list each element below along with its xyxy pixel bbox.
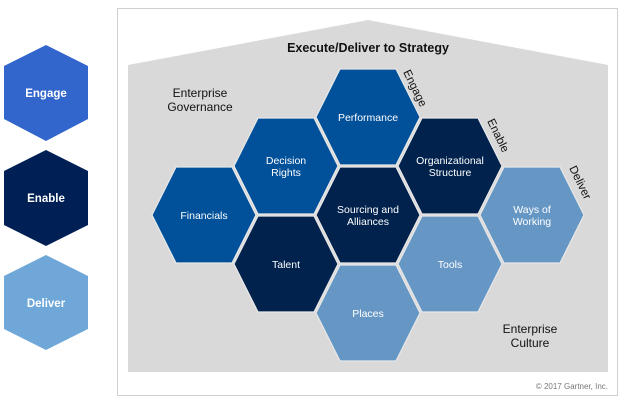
hex-label: Financials [180, 210, 227, 222]
governance-label-line2: Governance [167, 100, 233, 114]
hexagon-shape [397, 215, 503, 313]
copyright: © 2017 Gartner, Inc. [536, 382, 608, 391]
hexagon-engage [4, 45, 88, 141]
hex-talent: Talent [233, 215, 339, 313]
hex-label: Alliances [347, 216, 389, 228]
hex-performance: Performance [315, 68, 421, 166]
legend-engage: Engage [4, 45, 88, 141]
culture-label-line1: Enterprise [503, 322, 558, 336]
hexagon-shape [397, 117, 503, 215]
hexagon-shape [479, 166, 585, 264]
legend-label-deliver: Deliver [27, 298, 66, 310]
hexagon-shape [233, 215, 339, 313]
hexagon-shape [315, 264, 421, 362]
hex-label: Organizational [416, 155, 484, 167]
hex-tools: Tools [397, 215, 503, 313]
hex-label: Decision [266, 155, 306, 167]
hexagon-deliver [4, 255, 88, 350]
hex-places: Places [315, 264, 421, 362]
hex-label: Sourcing and [337, 204, 399, 216]
legend-label-enable: Enable [27, 193, 65, 205]
capability-hexes: PerformanceDecisionRightsOrganizationalS… [151, 68, 585, 362]
hex-label: Performance [338, 112, 398, 124]
hex-label: Places [352, 308, 384, 320]
hex-label: Structure [429, 167, 472, 179]
hex-label: Talent [272, 259, 300, 271]
hex-label: Rights [271, 167, 301, 179]
diagram-title: Execute/Deliver to Strategy [287, 41, 449, 55]
legend-deliver: Deliver [4, 255, 88, 350]
culture-label-line2: Culture [511, 336, 550, 350]
hexagon-shape [233, 117, 339, 215]
hex-label: Ways of [513, 204, 551, 216]
hex-financials: Financials [151, 166, 257, 264]
hex-label: Working [513, 216, 551, 228]
hexagon-shape [315, 166, 421, 264]
legend-label-engage: Engage [25, 88, 67, 100]
hex-label: Tools [438, 259, 463, 271]
hexagon-shape [315, 68, 421, 166]
hexagon-enable [4, 150, 88, 246]
hexagon-shape [151, 166, 257, 264]
legend-enable: Enable [4, 150, 88, 246]
governance-label-line1: Enterprise [173, 86, 228, 100]
